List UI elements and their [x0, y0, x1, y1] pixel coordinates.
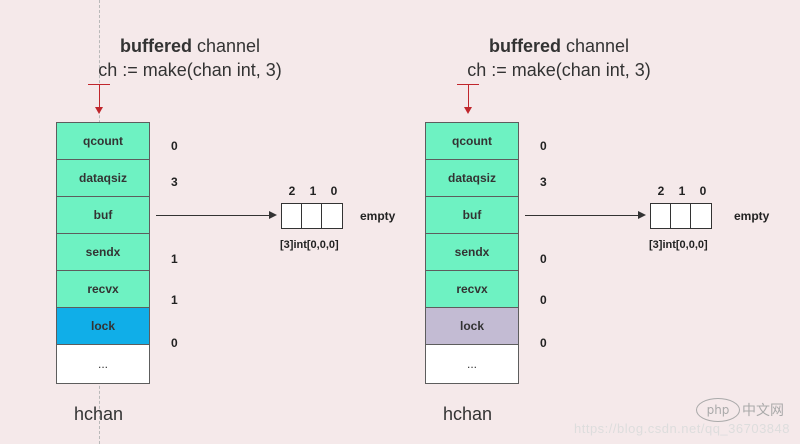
buf-cell [322, 204, 342, 228]
buf-array [281, 203, 343, 229]
value-sendx: 0 [540, 252, 547, 266]
pointer-arrow-head [464, 107, 472, 114]
hchan-label: hchan [74, 404, 124, 424]
buf-array [650, 203, 712, 229]
buf-index-1: 1 [678, 184, 686, 198]
value-recvx: 0 [540, 293, 547, 307]
field-recvx: recvx [57, 271, 149, 308]
diagram-title: buffered channel [429, 36, 689, 57]
pointer-arrow-line [468, 84, 469, 108]
field-ellipsis: ... [426, 345, 518, 383]
hchan-label: hchan [443, 404, 493, 424]
buf-index-0: 0 [699, 184, 707, 198]
code-line: ch := make(chan int, 3) [98, 60, 282, 80]
value-recvx: 1 [171, 293, 178, 307]
buf-cell [691, 204, 711, 228]
buf-pointer-head [638, 211, 646, 219]
field-buf: buf [57, 197, 149, 234]
empty-label: empty [360, 209, 396, 223]
value-qcount: 0 [171, 139, 178, 153]
buf-index-2: 2 [657, 184, 665, 198]
field-recvx: recvx [426, 271, 518, 308]
field-sendx: sendx [57, 234, 149, 271]
empty-label: empty [734, 209, 770, 223]
diagram-left: buffered channel ch := make(chan int, 3)… [56, 36, 396, 424]
buf-cell [651, 204, 671, 228]
buf-pointer-head [269, 211, 277, 219]
php-logo-cn: 中文网 [742, 403, 784, 419]
title-bold: buffered [488, 36, 561, 56]
watermark-url: https://blog.csdn.net/qq_36703848 [574, 421, 790, 436]
field-buf: buf [426, 197, 518, 234]
code-line: ch := make(chan int, 3) [467, 60, 651, 80]
buf-cell [671, 204, 691, 228]
buf-array-label: [3]int[0,0,0] [280, 239, 339, 251]
buf-pointer-line [156, 215, 270, 216]
value-lock: 0 [171, 336, 178, 350]
value-sendx: 1 [171, 252, 178, 266]
title-bold: buffered [119, 36, 192, 56]
hchan-struct: qcount dataqsiz buf sendx recvx lock ... [425, 122, 519, 384]
buf-index-2: 2 [288, 184, 296, 198]
field-qcount: qcount [426, 123, 518, 160]
buf-cell [302, 204, 322, 228]
hchan-struct: qcount dataqsiz buf sendx recvx lock ... [56, 122, 150, 384]
title-rest: channel [191, 36, 261, 56]
field-dataqsiz: dataqsiz [57, 160, 149, 197]
field-dataqsiz: dataqsiz [426, 160, 518, 197]
buf-index-0: 0 [330, 184, 338, 198]
value-dataqsiz: 3 [171, 175, 178, 189]
php-logo-icon: php [696, 398, 740, 422]
field-lock: lock [57, 308, 149, 345]
buf-cell [282, 204, 302, 228]
buf-pointer-line [525, 215, 639, 216]
buf-array-label: [3]int[0,0,0] [649, 239, 708, 251]
value-dataqsiz: 3 [540, 175, 547, 189]
pointer-arrow-line [99, 84, 100, 108]
field-ellipsis: ... [57, 345, 149, 383]
diagram-title: buffered channel [60, 36, 320, 57]
diagram-right: buffered channel ch := make(chan int, 3)… [369, 0, 769, 444]
pointer-arrow-head [95, 107, 103, 114]
field-qcount: qcount [57, 123, 149, 160]
title-rest: channel [560, 36, 630, 56]
field-sendx: sendx [426, 234, 518, 271]
buf-index-1: 1 [309, 184, 317, 198]
value-qcount: 0 [540, 139, 547, 153]
value-lock: 0 [540, 336, 547, 350]
field-lock: lock [426, 308, 518, 345]
